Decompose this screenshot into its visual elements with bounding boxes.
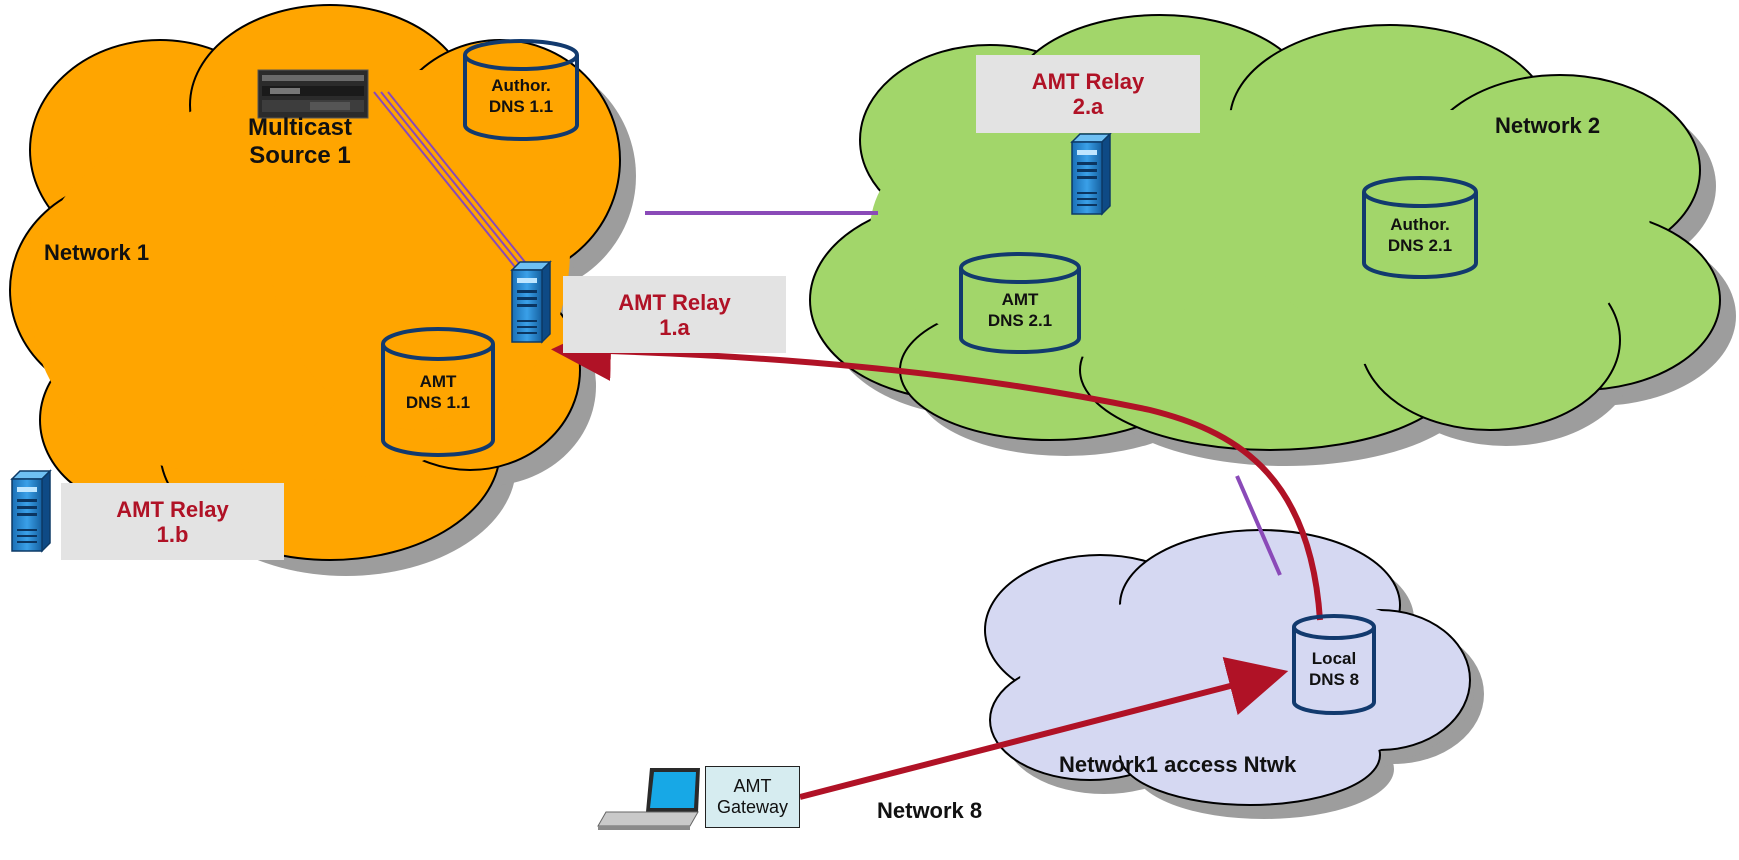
relay-1b-line-2: 1.b (156, 521, 189, 547)
server-icon (510, 260, 552, 344)
network-2-cloud (809, 14, 1736, 466)
network-8-label: Network 8 (877, 798, 983, 823)
arrow-gateway-to-local-dns (799, 656, 1289, 800)
db-line: AMT (1001, 290, 1039, 309)
laptop-icon (597, 768, 700, 830)
gateway-line-1: AMT (733, 776, 772, 796)
gateway-line-2: Gateway (716, 797, 789, 817)
source-line-1: Multicast (247, 114, 352, 141)
amt-relay-2a-label: AMT Relay 2.a (976, 55, 1200, 133)
database-icon (381, 327, 495, 457)
db-line: AMT (419, 372, 457, 391)
server-icon (1070, 132, 1112, 216)
relay-2a-line-1: AMT Relay (1031, 69, 1145, 94)
multicast-source-label: Multicast Source 1 (220, 114, 380, 170)
amt-relay-1b-label: AMT Relay 1.b (61, 483, 284, 560)
db-line: DNS 1.1 (405, 393, 471, 412)
network-1-cloud (9, 4, 636, 576)
network-2-label: Network 2 (1495, 113, 1601, 138)
database-icon (1362, 176, 1478, 279)
database-icon (1292, 614, 1376, 715)
database-icon (463, 39, 579, 141)
local-dns-8-label: Local DNS 8 (1294, 648, 1374, 690)
rack-icon (257, 69, 369, 119)
relay-2a-line-2: 2.a (1072, 94, 1104, 119)
db-line: Author. (491, 76, 551, 95)
db-line: DNS 2.1 (987, 311, 1053, 330)
network-1-label: Network 1 (44, 240, 150, 265)
amt-relay-1a-label: AMT Relay 1.a (563, 276, 786, 353)
source-line-2: Source 1 (249, 142, 351, 169)
amt-dns-2-1-label: AMT DNS 2.1 (961, 289, 1079, 331)
relay-1a-line-2: 1.a (659, 314, 690, 340)
link-access-network2 (1235, 475, 1282, 576)
server-icon (10, 469, 52, 553)
db-line: DNS 1.1 (488, 97, 554, 116)
author-dns-2-1-label: Author. DNS 2.1 (1364, 214, 1476, 256)
amt-gateway-box: AMT Gateway (705, 766, 800, 828)
access-network-cloud (984, 529, 1484, 819)
author-dns-1-1-label: Author. DNS 1.1 (465, 75, 577, 117)
relay-1a-line-1: AMT Relay (618, 289, 731, 315)
db-line: DNS 8 (1308, 670, 1360, 689)
db-line: DNS 2.1 (1387, 236, 1453, 255)
access-network-label: Network1 access Ntwk (1059, 752, 1297, 777)
database-icon (959, 252, 1081, 354)
db-line: Local (1311, 649, 1357, 668)
amt-dns-1-1-label: AMT DNS 1.1 (383, 371, 493, 413)
multicast-tunnel (373, 91, 534, 273)
arrow-local-dns-to-relay-1a (551, 320, 1323, 621)
relay-1b-line-1: AMT Relay (116, 496, 229, 522)
db-line: Author. (1390, 215, 1450, 234)
